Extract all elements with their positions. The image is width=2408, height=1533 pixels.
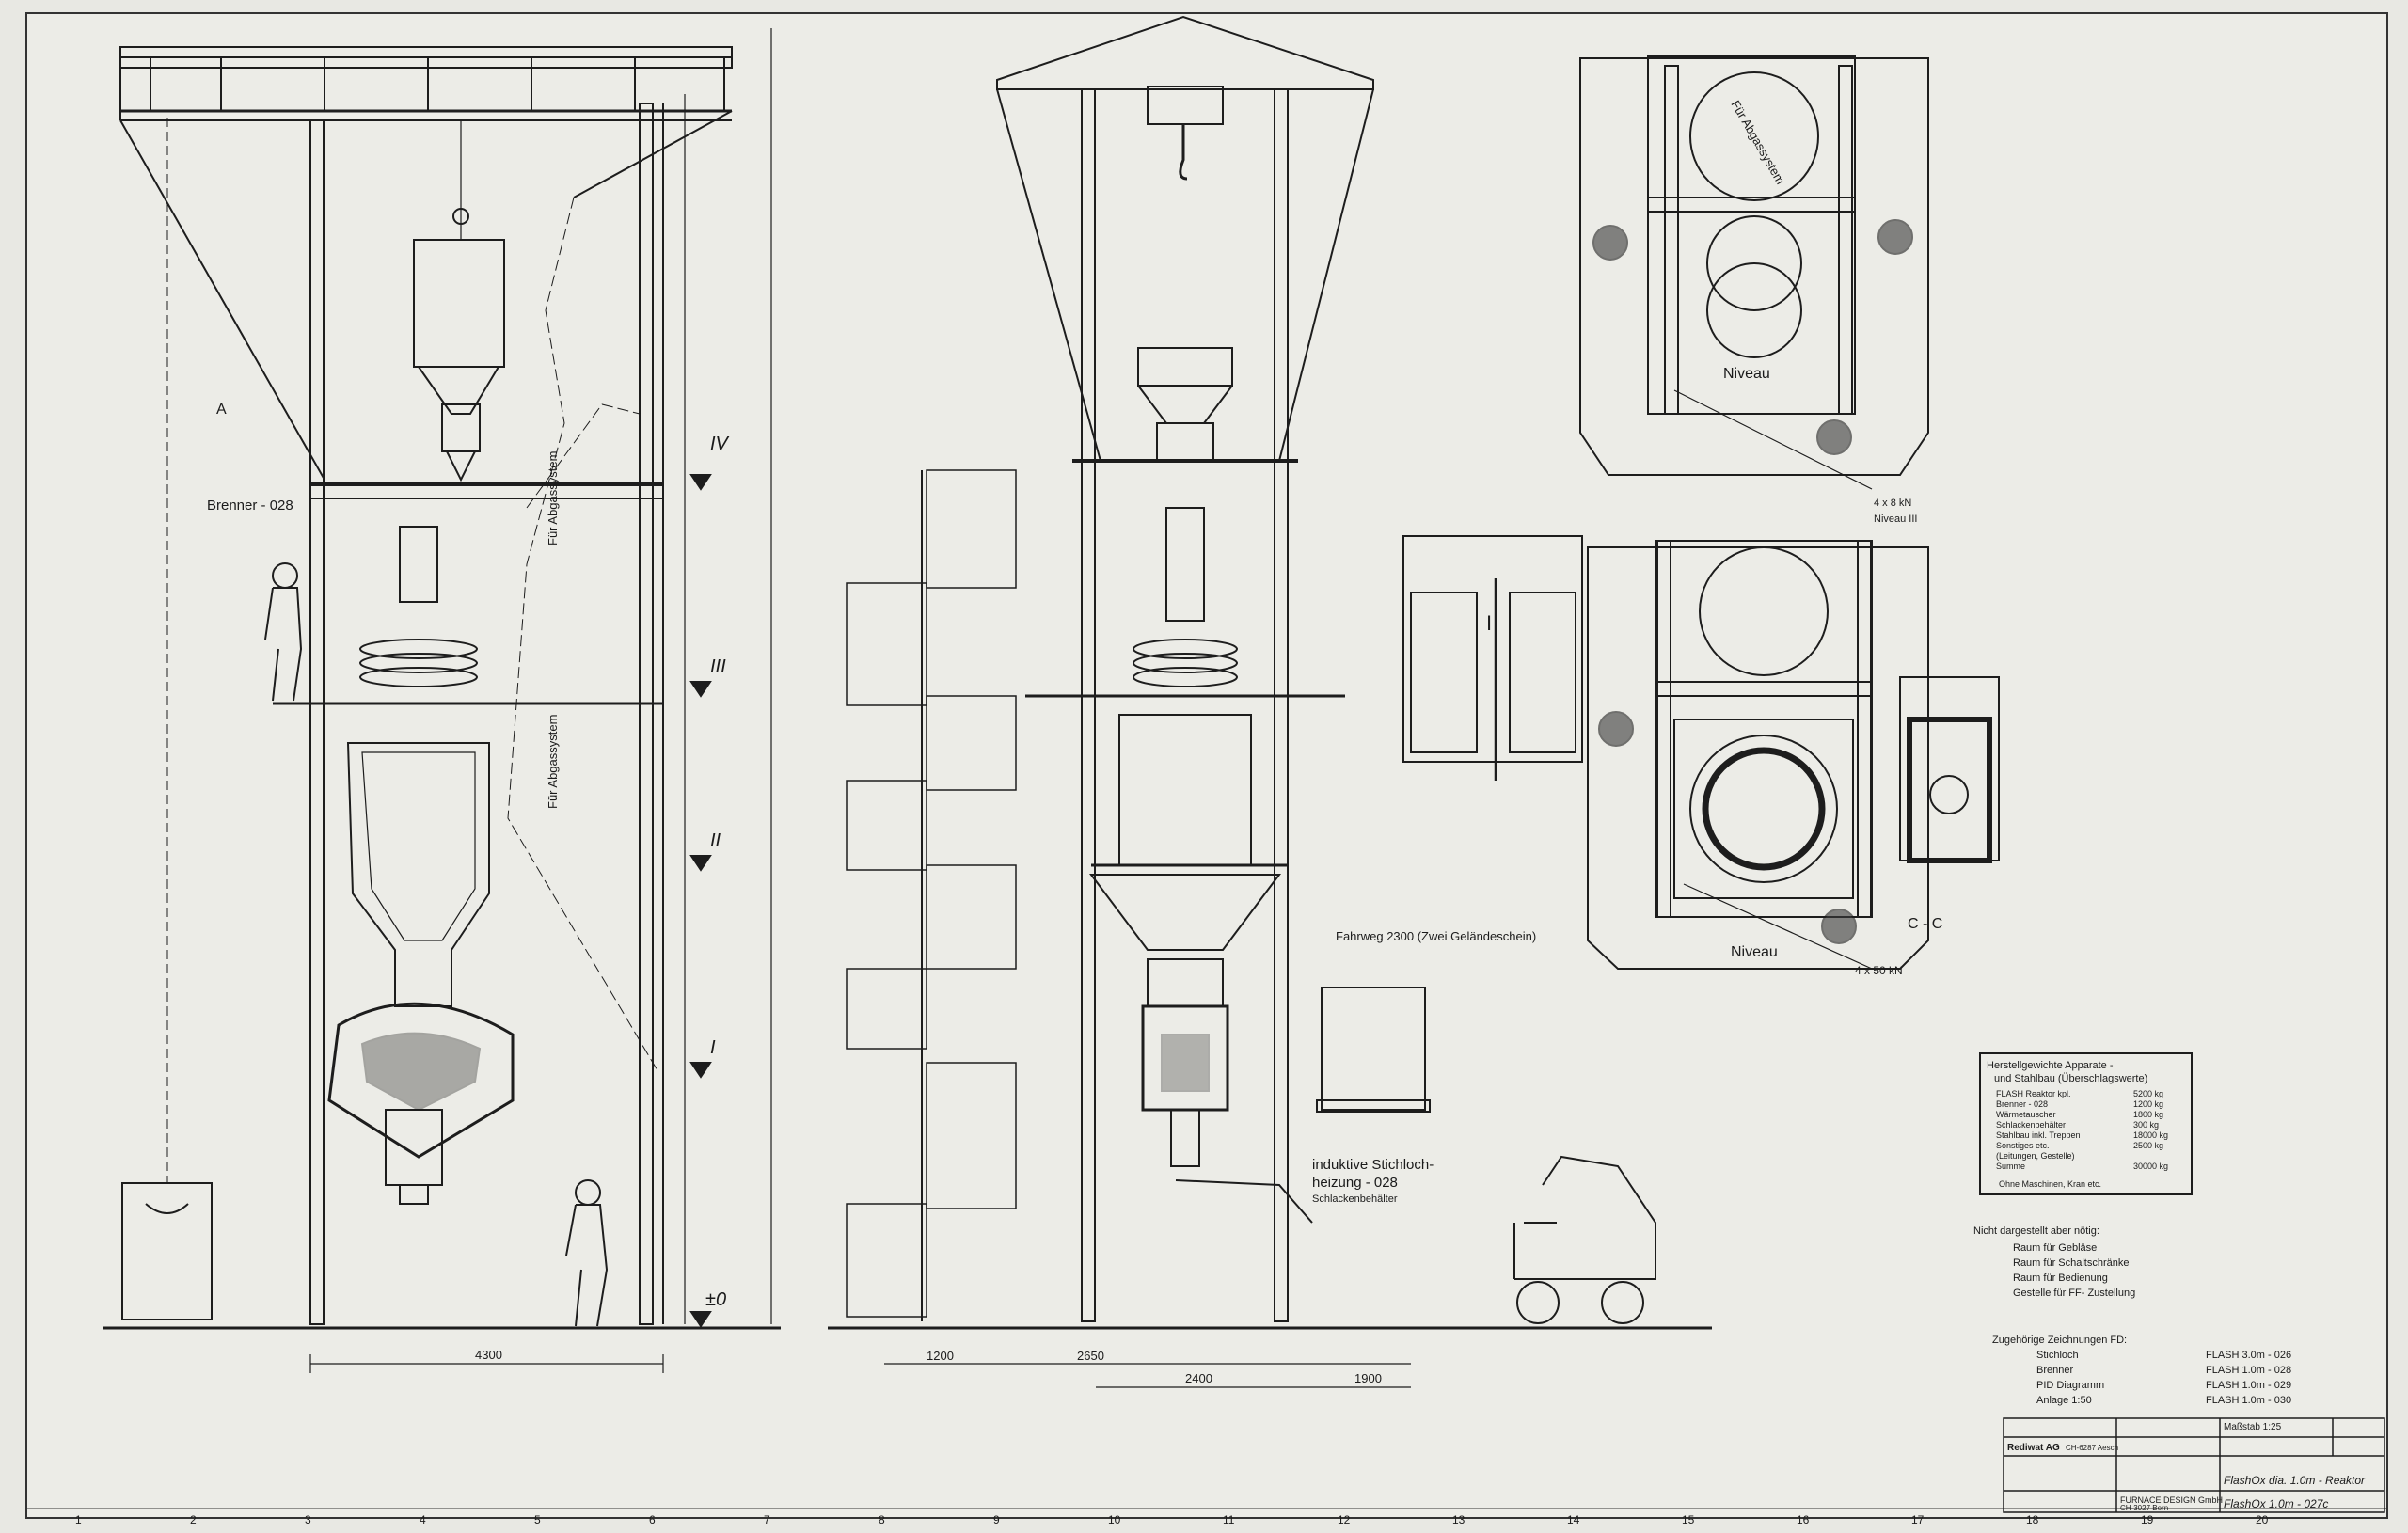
tap-label-2: heizung - 028: [1312, 1175, 1398, 1191]
weight-row-value: 300 kg: [2133, 1120, 2159, 1130]
border-number: 20: [2256, 1513, 2269, 1526]
border-number: 7: [764, 1513, 770, 1526]
not-shown-list: Nicht dargestellt aber nötig: Raum für G…: [1973, 1225, 2135, 1299]
burner-label: Brenner - 028: [207, 498, 293, 514]
not-shown-title: Nicht dargestellt aber nötig:: [1973, 1225, 2099, 1237]
middle-elevation-view: [828, 15, 1712, 1388]
related-code: FLASH 3.0m - 026: [2206, 1350, 2291, 1361]
border-number: 16: [1797, 1513, 1810, 1526]
company-address: CH-6287 Aesch: [2066, 1444, 2118, 1452]
level-ii: II: [710, 830, 721, 851]
left-view-labels: Brenner - 028 IV III II I ±0 Für Abgassy…: [207, 402, 730, 1362]
lower-load-label: 4 x 50 kN: [1855, 964, 1903, 977]
related-item: Anlage 1:50: [2036, 1395, 2092, 1406]
title-block-text: Rediwat AG CH-6287 Aesch FURNACE DESIGN …: [2007, 1422, 2366, 1512]
related-code: FLASH 1.0m - 030: [2206, 1395, 2291, 1406]
lower-plan-labels: Niveau 4 x 50 kN C - C I: [1486, 611, 1942, 977]
dim-bottom-left: 4300: [475, 1348, 502, 1362]
weight-row-label: Brenner - 028: [1996, 1099, 2048, 1109]
crane-note: Fahrweg 2300 (Zwei Geländeschein): [1336, 929, 1536, 943]
border-number: 17: [1911, 1513, 1925, 1526]
border-number: 13: [1452, 1513, 1465, 1526]
drawing-title: FlashOx dia. 1.0m - Reaktor: [2224, 1474, 2366, 1487]
sheet-border: [25, 12, 2388, 1519]
exhaust-label-1: Für Abgassystem: [546, 451, 560, 545]
weight-row-value: 1800 kg: [2133, 1110, 2163, 1119]
dim-mid-2: 2650: [1077, 1349, 1104, 1363]
weight-row-label: Schlackenbehälter: [1996, 1120, 2066, 1130]
weight-row-value: 2500 kg: [2133, 1141, 2163, 1150]
weight-row-label: FLASH Reaktor kpl.: [1996, 1089, 2071, 1098]
border-number: 3: [305, 1513, 311, 1526]
middle-view-labels: Fahrweg 2300 (Zwei Geländeschein) indukt…: [927, 929, 1536, 1385]
drawing-number: FlashOx 1.0m - 027c: [2224, 1497, 2328, 1510]
weight-row-value: 1200 kg: [2133, 1099, 2163, 1109]
weights-table: Herstellgewichte Apparate - und Stahlbau…: [1979, 1052, 2193, 1195]
not-shown-item: Raum für Gebläse: [2013, 1242, 2097, 1254]
level-zero: ±0: [705, 1289, 726, 1310]
dim-mid-1: 1200: [927, 1349, 954, 1363]
weight-row-label: Stahlbau inkl. Treppen: [1996, 1130, 2081, 1140]
section-cc-label: C - C: [1908, 916, 1942, 932]
lower-plan-view: [1402, 535, 2000, 970]
plan-level3-label: Niveau III: [1874, 514, 1917, 525]
weights-title: Herstellgewichte Apparate -: [1987, 1060, 2114, 1071]
level-iii: III: [710, 656, 726, 677]
related-code: FLASH 1.0m - 028: [2206, 1365, 2291, 1376]
related-code: FLASH 1.0m - 029: [2206, 1380, 2291, 1391]
border-number: 19: [2141, 1513, 2154, 1526]
border-number: 9: [993, 1513, 1000, 1526]
weights-note: Ohne Maschinen, Kran etc.: [1999, 1179, 2101, 1189]
border-number: 15: [1682, 1513, 1695, 1526]
weight-row-value: 30000 kg: [2133, 1162, 2168, 1171]
plan-level-label: Niveau: [1723, 366, 1770, 382]
border-number: 18: [2026, 1513, 2039, 1526]
not-shown-item: Raum für Schaltschränke: [2013, 1257, 2130, 1269]
tap-label: induktive Stichloch-: [1312, 1157, 1434, 1173]
border-number: 1: [75, 1513, 82, 1526]
section-i-label: I: [1486, 611, 1492, 635]
border-number: 10: [1108, 1513, 1121, 1526]
plan-load-label: 4 x 8 kN: [1874, 498, 1911, 509]
exhaust-label-2: Für Abgassystem: [546, 715, 560, 809]
scale: Maßstab 1:25: [2224, 1422, 2282, 1432]
weight-row-label: Summe: [1996, 1162, 2025, 1171]
border-number: 12: [1338, 1513, 1351, 1526]
border-number: 14: [1567, 1513, 1580, 1526]
level-iv: IV: [710, 434, 730, 454]
border-number: 2: [190, 1513, 197, 1526]
border-number: 4: [420, 1513, 426, 1526]
related-item: Stichloch: [2036, 1350, 2079, 1361]
weight-row-label: Wärmetauscher: [1996, 1110, 2056, 1119]
left-elevation-view: [103, 28, 781, 1373]
border-number: 5: [534, 1513, 541, 1526]
border-number: 11: [1223, 1513, 1235, 1526]
related-item: Brenner: [2036, 1365, 2073, 1376]
office-name: FURNACE DESIGN GmbH: [2120, 1495, 2223, 1505]
border-number: 6: [649, 1513, 656, 1526]
tap-label-3: Schlackenbehälter: [1312, 1193, 1398, 1205]
not-shown-item: Gestelle für FF- Zustellung: [2013, 1288, 2135, 1299]
dim-mid-3: 2400: [1185, 1371, 1212, 1385]
related-item: PID Diagramm: [2036, 1380, 2104, 1391]
weight-row-label: Sonstiges etc.: [1996, 1141, 2050, 1150]
weights-title-2: und Stahlbau (Überschlagswerte): [1994, 1073, 2147, 1084]
related-drawings: Zugehörige Zeichnungen FD: Stichloch Bre…: [1992, 1335, 2291, 1406]
weight-row-value: 18000 kg: [2133, 1130, 2168, 1140]
top-plan-view: [1579, 55, 1929, 490]
title-block: [2003, 1417, 2385, 1513]
border-number: 8: [879, 1513, 885, 1526]
dim-mid-4: 1900: [1354, 1371, 1382, 1385]
not-shown-item: Raum für Bedienung: [2013, 1272, 2108, 1284]
lower-level-label: Niveau: [1731, 944, 1778, 960]
company-name: Rediwat AG: [2007, 1443, 2060, 1453]
weight-row-value: 5200 kg: [2133, 1089, 2163, 1098]
section-mark-a: A: [216, 402, 227, 418]
weight-row-label: (Leitungen, Gestelle): [1996, 1151, 2075, 1161]
related-title: Zugehörige Zeichnungen FD:: [1992, 1335, 2127, 1346]
office-address: CH-3027 Bern: [2120, 1504, 2168, 1512]
level-i: I: [710, 1037, 716, 1058]
